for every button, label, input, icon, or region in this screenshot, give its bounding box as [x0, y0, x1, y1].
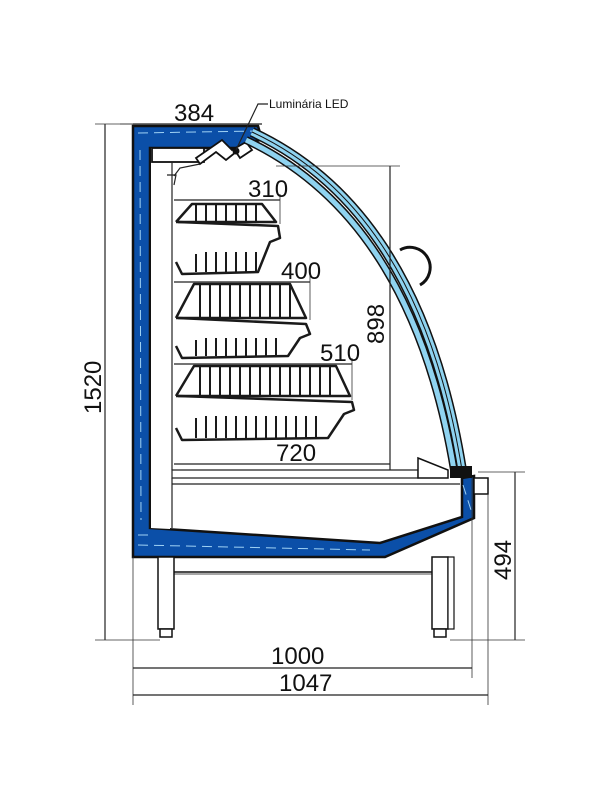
shelf-basket-1	[174, 202, 282, 276]
dimension-labels: 384 Luminária LED 310 400 510 720 898 15…	[80, 97, 517, 697]
shelf-basket-3	[174, 364, 356, 442]
dim-base-depth: 1000	[271, 643, 324, 670]
led-luminaire	[173, 138, 254, 177]
led-callout-label: Luminária LED	[269, 97, 349, 111]
dim-total-height: 1520	[80, 361, 107, 414]
dim-top-depth: 384	[174, 100, 214, 127]
cabinet-body	[131, 124, 476, 559]
base-deck	[171, 456, 460, 528]
dimension-lines	[95, 103, 525, 705]
curved-glass	[244, 127, 472, 478]
dim-front-height: 494	[490, 540, 517, 580]
dim-total-depth: 1047	[279, 670, 332, 697]
dim-shelf-1: 310	[248, 176, 288, 203]
stand	[157, 477, 489, 638]
dim-shelf-2: 400	[281, 258, 321, 285]
dim-display-height: 898	[363, 304, 390, 344]
shelf-basket-2	[174, 282, 312, 360]
ceiling-duct	[151, 147, 205, 470]
dim-base-shelf: 720	[276, 440, 316, 467]
dim-shelf-3: 510	[320, 340, 360, 367]
